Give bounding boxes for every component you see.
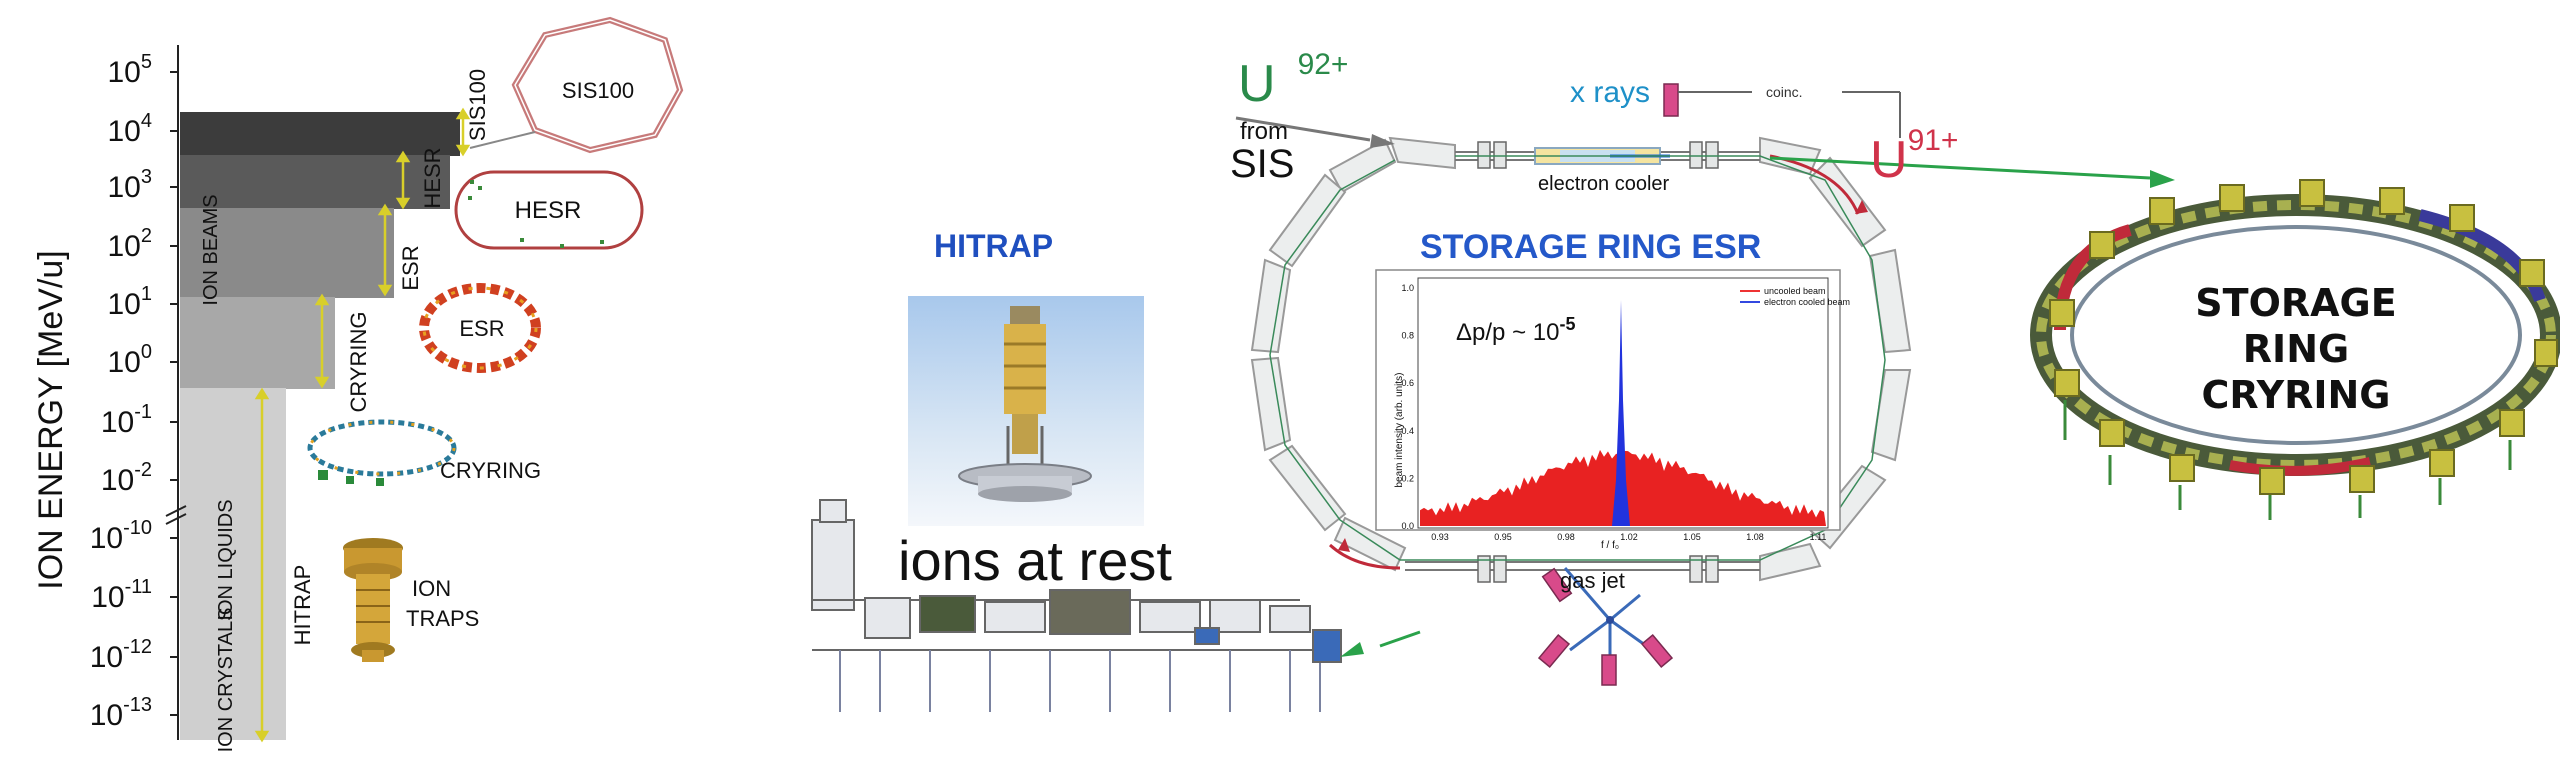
band-sis100 [180, 112, 460, 156]
tick-label: 101 [108, 283, 153, 321]
beam-trajectory [1269, 155, 1886, 561]
ion-trap-icon [343, 538, 403, 662]
coinc-label: coinc. [1766, 84, 1803, 100]
tick-label: 102 [108, 225, 153, 263]
sis100-ring-icon [469, 16, 684, 154]
cryring-small-icon [307, 419, 457, 486]
sis-label: SIS [1230, 142, 1295, 186]
tick-label: 10-12 [90, 636, 152, 674]
range-arrows [254, 107, 471, 743]
inset-ytick: 0.4 [1401, 426, 1414, 436]
tick-label: 103 [108, 166, 153, 204]
hitrap-image [908, 296, 1144, 526]
tick-label: 10-13 [90, 694, 152, 732]
sis100-vertical-label: SIS100 [465, 69, 490, 141]
sis100-ring-label: SIS100 [562, 78, 634, 103]
tick-labels-lower: 10-10 10-11 10-12 10-13 [90, 517, 152, 732]
inset-xtick: 1.11 [1810, 532, 1827, 542]
tick-label: 104 [108, 110, 153, 148]
hitrap-title: HITRAP [934, 228, 1054, 264]
legend-uncooled: uncooled beam [1764, 286, 1826, 296]
gas-jet-label: gas jet [1560, 568, 1625, 593]
inset-ytick: 0.2 [1401, 473, 1414, 483]
cryring-vertical-label: CRYRING [346, 311, 371, 412]
y-axis-label: ION ENERGY [MeV/u] [32, 250, 70, 589]
inset-xlabel: f / f₀ [1601, 540, 1619, 551]
band-hitrap [180, 388, 286, 740]
inset-ytick: 1.0 [1401, 283, 1414, 293]
inset-xtick: 1.08 [1746, 532, 1764, 542]
arrow-to-cryring-icon [2150, 170, 2175, 188]
inset-xtick: 1.02 [1620, 532, 1638, 542]
esr-ring-label: ESR [459, 316, 504, 341]
cryring-title: STORAGE RING CRYRING [2136, 280, 2456, 418]
hesr-ring-label: HESR [515, 197, 582, 224]
xrays-label: x rays [1570, 76, 1651, 109]
injection-arrow-icon [1370, 134, 1395, 148]
cryring-ring-icon [2030, 179, 2560, 520]
inset-xtick: 0.98 [1557, 532, 1575, 542]
tick-labels-upper: 105 104 103 102 101 100 10-1 10-2 [101, 51, 152, 497]
esr-title: STORAGE RING ESR [1420, 228, 1762, 266]
ion-beams-label: ION BEAMS [200, 194, 222, 305]
cooled-peak [1612, 300, 1630, 526]
u92-charge: 92+ [1297, 48, 1349, 81]
y-axis-ticks [170, 71, 178, 716]
u91-symbol: U [1870, 131, 1908, 189]
electron-cooler-label: electron cooler [1538, 173, 1670, 195]
momentum-spread-annotation: Δp/p ~ 10-5 [1456, 314, 1575, 346]
u91-label: U91+ [1870, 124, 1958, 190]
cryring-small-label: CRYRING [440, 458, 541, 483]
from-label: from [1240, 118, 1288, 145]
cryring-title-line2: CRYRING [2201, 373, 2391, 417]
band-cryring [180, 297, 335, 389]
hesr-ring-icon [454, 170, 644, 250]
inset-xtick: 0.95 [1494, 532, 1512, 542]
hitrap-apparatus-icon [958, 306, 1092, 502]
inset-ytick: 0.8 [1401, 331, 1414, 341]
xray-detector-icon [1663, 83, 1679, 117]
u91-charge: 91+ [1907, 124, 1959, 157]
u92-symbol: U [1238, 55, 1276, 113]
esr-ring-icon [419, 283, 541, 373]
tick-label: 105 [108, 51, 153, 89]
hitrap-caption: ions at rest [898, 529, 1172, 592]
ion-label: ION [412, 576, 451, 601]
traps-label: TRAPS [406, 606, 479, 631]
u92-label: U 92+ [1238, 48, 1348, 114]
inset-ylabel: beam intensity (arb. units) [1394, 372, 1405, 487]
momentum-spread-chart: 1.0 0.8 0.6 0.4 0.2 0.0 0.93 0.95 0.98 1.02 1.05 1… [1375, 269, 1850, 551]
hesr-vertical-label: HESR [420, 147, 445, 208]
tick-label: 10-10 [90, 517, 152, 555]
band-esr [180, 208, 394, 298]
ion-crystals-label: ION CRYSTALS [215, 608, 237, 753]
tick-label: 10-2 [101, 459, 152, 497]
arrow-to-hitrap-icon [1340, 642, 1364, 657]
tick-label: 100 [108, 341, 153, 379]
quadrupole-magnets [1477, 141, 1719, 583]
gas-jet-icon [1537, 567, 1674, 686]
inset-ytick: 0.6 [1401, 378, 1414, 388]
inset-ytick: 0.0 [1401, 521, 1414, 531]
hitrap-vertical-label: HITRAP [290, 565, 315, 646]
cryring-title-line1: STORAGE RING [2195, 281, 2397, 371]
esr-vertical-label: ESR [398, 245, 423, 290]
ion-liquids-label: ION LIQUIDS [215, 499, 237, 620]
tick-label: 10-1 [101, 401, 152, 439]
axis-break-icon [165, 505, 187, 525]
legend-cooled: electron cooled beam [1764, 297, 1850, 307]
beam-path-red-bottom [1328, 543, 1401, 570]
tick-label: 10-11 [91, 576, 152, 614]
inset-xtick: 0.93 [1431, 532, 1449, 542]
hitrap-beamline-icon [811, 499, 1342, 712]
inset-xtick: 1.05 [1683, 532, 1701, 542]
